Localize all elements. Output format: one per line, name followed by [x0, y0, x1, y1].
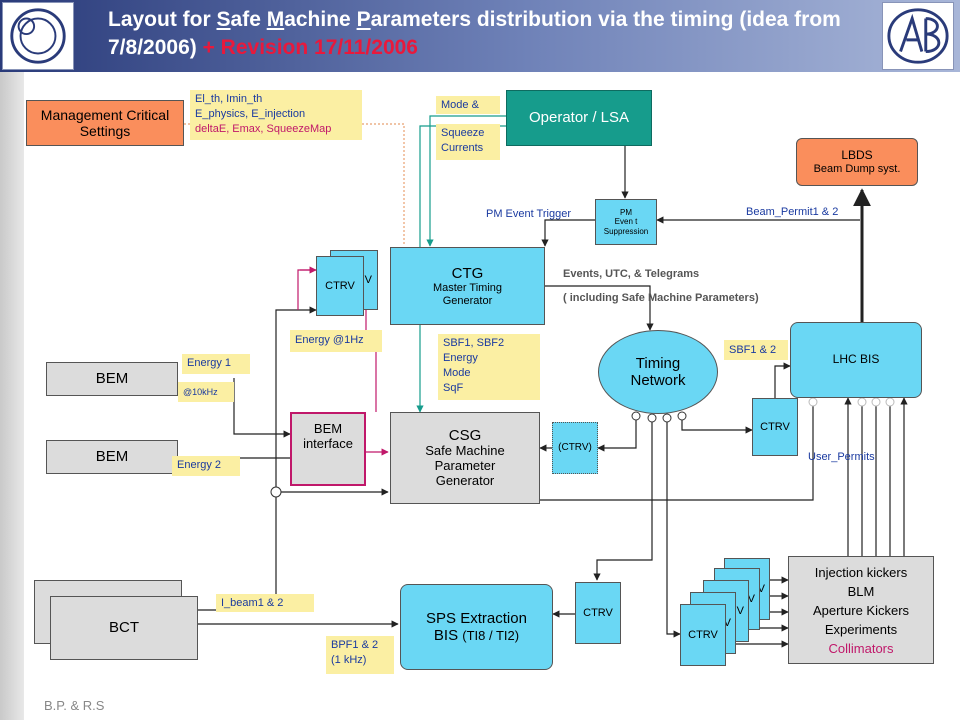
ctrv-stack-front: CTRV	[680, 604, 726, 666]
sbf12-label: SBF1 & 2	[724, 340, 788, 360]
ctrv-ctg-box: CTRV	[316, 256, 364, 316]
including-smp-label: ( including Safe Machine Parameters)	[563, 292, 759, 304]
ctg-master-timing-box: CTG Master Timing Generator	[390, 247, 545, 325]
left-decorative-bar	[0, 72, 24, 720]
page-title: Layout for Safe Machine Parameters distr…	[108, 8, 841, 59]
pm-event-trigger-label: PM Event Trigger	[486, 208, 571, 220]
events-utc-label: Events, UTC, & Telegrams	[563, 268, 700, 280]
bem-box-2: BEM	[46, 440, 178, 474]
operator-lsa-box: Operator / LSA	[506, 90, 652, 146]
mode-label: Mode &	[436, 96, 500, 114]
settings-parameters-label: El_th, Imin_th E_physics, E_injection de…	[190, 90, 362, 140]
injection-targets-box: Injection kickers BLM Aperture Kickers E…	[788, 556, 934, 664]
ctrv-sps-box: CTRV	[575, 582, 621, 644]
title-banner	[0, 0, 960, 72]
footer-author: B.P. & R.S	[44, 698, 105, 713]
energy1-label: Energy 1	[182, 354, 250, 374]
ctrv-optional-box: (CTRV)	[552, 422, 598, 474]
management-critical-settings-box: Management Critical Settings	[26, 100, 184, 146]
bem-box-1: BEM	[46, 362, 178, 396]
at10khz-label: @10kHz	[178, 382, 234, 402]
bct-box: BCT	[50, 596, 198, 660]
beam-permit-label: Beam_Permit1 & 2	[746, 206, 839, 218]
revision-text: + Revision 17/11/2006	[202, 36, 418, 59]
bpf-label: BPF1 & 2(1 kHz)	[326, 636, 394, 674]
user-permits-label: User_Permits	[808, 451, 875, 463]
ctrv-lhc-box: CTRV	[752, 398, 798, 456]
energy2-label: Energy 2	[172, 456, 240, 476]
energy-1hz-label: Energy @1Hz	[290, 330, 382, 352]
sps-extraction-bis-box: SPS Extraction BIS (TI8 / TI2)	[400, 584, 553, 670]
cern-logo	[2, 2, 74, 70]
ab-logo	[882, 2, 954, 70]
ibeam-label: I_beam1 & 2	[216, 594, 314, 612]
lhc-bis-box: LHC BIS	[790, 322, 922, 398]
